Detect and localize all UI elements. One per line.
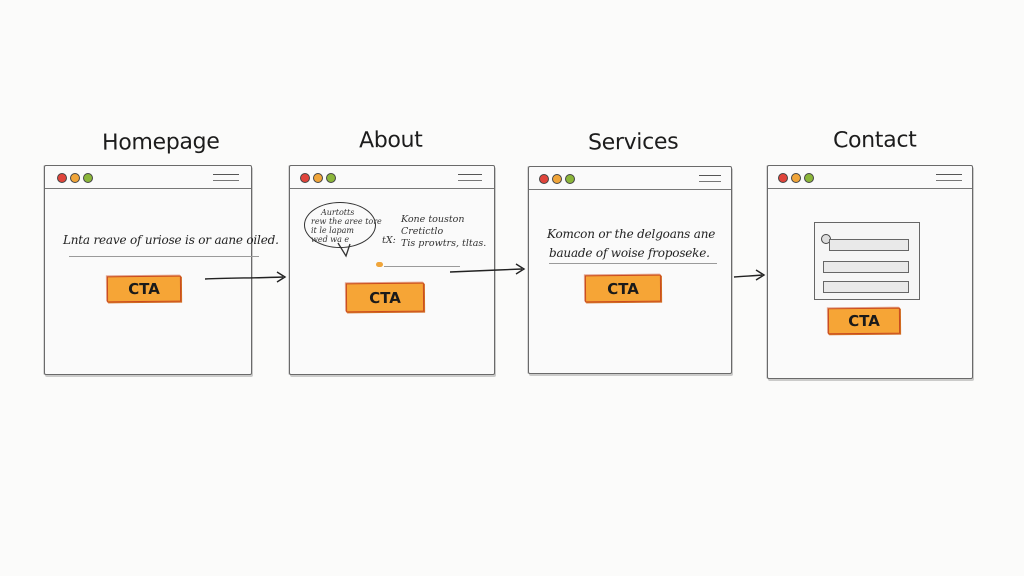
body-text-line: bauade of woise froposeke. — [549, 246, 710, 260]
body-text-line: Komcon or the delgoans ane — [547, 227, 716, 241]
bubble-line: rew the aree tore — [311, 217, 382, 226]
page-title-homepage: Homepage — [101, 129, 220, 156]
page-title-services: Services — [587, 129, 679, 156]
form-field-email[interactable] — [823, 261, 909, 273]
maximize-dot-icon — [83, 173, 93, 183]
minimize-dot-icon — [552, 174, 562, 184]
arrow-right-icon — [449, 263, 526, 275]
text-rule — [384, 266, 460, 267]
arrow-right-icon — [733, 269, 766, 281]
form-field-name[interactable] — [829, 239, 909, 251]
cta-button-homepage[interactable]: CTA — [106, 275, 182, 303]
close-dot-icon — [57, 173, 67, 183]
form-field-message[interactable] — [823, 281, 909, 293]
side-text: Kone touston Cretictlo Tis prowtrs, tlta… — [401, 214, 486, 250]
bubble-text: Aurtotts rew the aree tore it le lapam w… — [311, 208, 382, 244]
page-title-contact: Contact — [832, 127, 917, 154]
browser-window-services: Komcon or the delgoans ane bauade of woi… — [528, 166, 732, 374]
text-rule — [549, 263, 717, 264]
cta-button-contact[interactable]: CTA — [827, 307, 901, 335]
window-chrome — [768, 166, 972, 189]
close-dot-icon — [300, 173, 310, 183]
body-text-line: Lnta reave of uriose is or aane oiled. — [63, 233, 279, 247]
side-prefix: tX: — [382, 235, 396, 246]
page-title-about: About — [358, 127, 423, 154]
bubble-line: Aurtotts — [321, 208, 355, 217]
maximize-dot-icon — [326, 173, 336, 183]
minimize-dot-icon — [313, 173, 323, 183]
highlight-mark — [376, 262, 383, 267]
speech-bubble-tail-icon — [337, 242, 351, 258]
contact-form — [814, 222, 920, 300]
window-chrome — [529, 167, 731, 190]
speech-bubble — [304, 202, 376, 248]
bubble-line: it le lapam — [311, 226, 354, 235]
arrow-right-icon — [204, 271, 287, 283]
address-bar — [213, 174, 239, 181]
address-bar — [699, 175, 721, 182]
bubble-line: wed wa e — [311, 235, 350, 244]
minimize-dot-icon — [791, 173, 801, 183]
address-bar — [936, 174, 962, 181]
address-bar — [458, 174, 482, 181]
side-line: Tis prowtrs, tltas. — [401, 238, 487, 249]
window-chrome — [290, 166, 494, 189]
browser-window-homepage: Lnta reave of uriose is or aane oiled. C… — [44, 165, 279, 375]
side-line: Kone touston — [401, 214, 465, 225]
browser-window-contact: CTA — [767, 165, 973, 379]
text-rule — [69, 256, 259, 257]
close-dot-icon — [539, 174, 549, 184]
maximize-dot-icon — [565, 174, 575, 184]
window-chrome — [45, 166, 251, 189]
minimize-dot-icon — [70, 173, 80, 183]
cta-button-about[interactable]: CTA — [345, 282, 425, 313]
cta-button-services[interactable]: CTA — [584, 274, 662, 303]
side-line: Cretictlo — [401, 226, 444, 237]
close-dot-icon — [778, 173, 788, 183]
maximize-dot-icon — [804, 173, 814, 183]
browser-window-about: Aurtotts rew the aree tore it le lapam w… — [289, 165, 495, 375]
